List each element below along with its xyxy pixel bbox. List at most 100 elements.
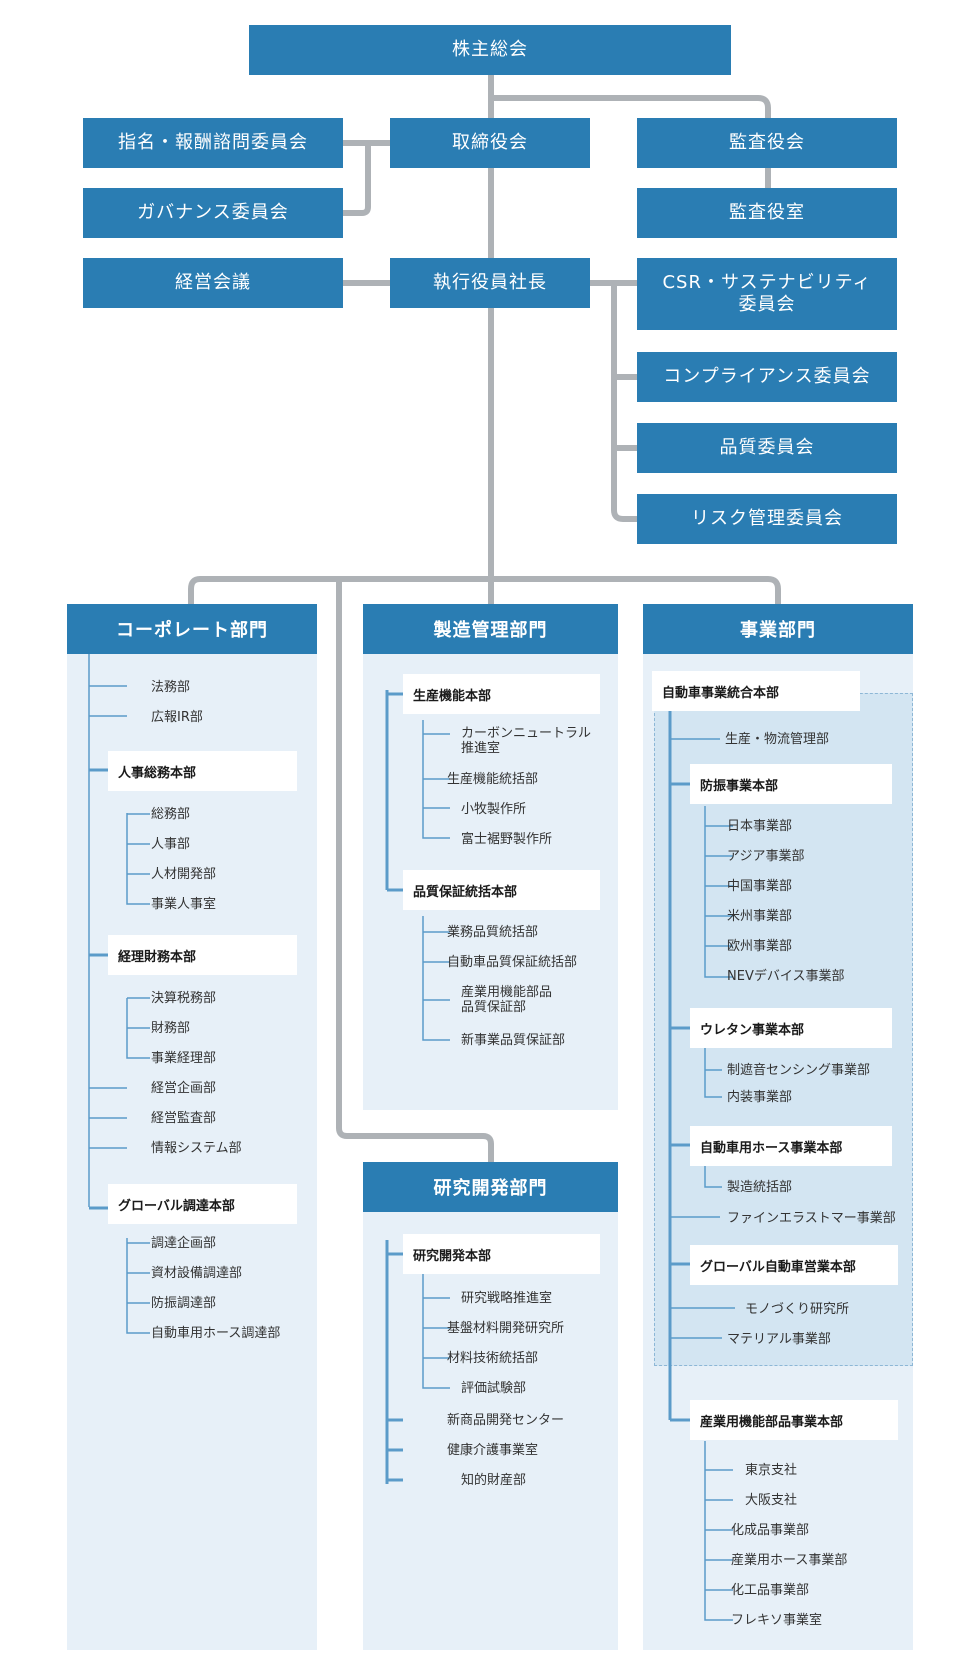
anti-vibration-hq: 防振事業本部 (690, 764, 892, 804)
auditors-board-label: 監査役会 (729, 131, 805, 153)
list-item: 決算税務部 (151, 991, 217, 1006)
production-function-hq: 生産機能本部 (403, 674, 600, 714)
mgmt-audit-dept: 経営監査部 (151, 1111, 217, 1126)
president-box: 執行役員社長 (390, 258, 590, 308)
auto-integration-hq: 自動車事業統合本部 (652, 671, 860, 711)
new-products-center: 新商品開発センター (447, 1413, 565, 1428)
rnd-division-header: 研究開発部門 (363, 1162, 618, 1212)
urethane-hq-label: ウレタン事業本部 (700, 1022, 805, 1038)
production-function-hq-label: 生産機能本部 (413, 688, 492, 704)
list-item: 自動車用ホース調達部 (151, 1326, 281, 1341)
manufacturing-division-title: 製造管理部門 (433, 620, 548, 641)
governance-committee-box: ガバナンス委員会 (83, 188, 343, 238)
compliance-committee-box: コンプライアンス委員会 (637, 352, 897, 402)
governance-committee-label: ガバナンス委員会 (137, 201, 289, 223)
list-item: 評価試験部 (461, 1381, 527, 1396)
accounting-finance-hq-label: 経理財務本部 (118, 949, 197, 965)
list-item: 基盤材料開発研究所 (447, 1321, 565, 1336)
list-item: 化工品事業部 (731, 1583, 810, 1598)
list-item: 中国事業部 (727, 879, 793, 894)
list-item: 研究戦略推進室 (461, 1291, 553, 1306)
rnd-hq-label: 研究開発本部 (413, 1248, 492, 1264)
list-item: 人事部 (151, 837, 191, 852)
list-item: 欧州事業部 (727, 939, 793, 954)
list-item: 米州事業部 (727, 909, 793, 924)
carbon-neutral-label-1: カーボンニュートラル (461, 726, 592, 741)
list-item: 化成品事業部 (731, 1523, 810, 1538)
management-meeting-label: 経営会議 (175, 271, 251, 293)
ip-dept: 知的財産部 (461, 1473, 527, 1488)
list-item: 自動車品質保証統括部 (447, 955, 578, 970)
fine-elastomer-dept: ファインエラストマー事業部 (727, 1211, 896, 1226)
auto-hose-hq-label: 自動車用ホース事業本部 (700, 1140, 843, 1156)
quality-committee-label: 品質委員会 (719, 436, 815, 458)
csr-committee-box: CSR・サステナビリティ 委員会 (637, 258, 897, 330)
list-item: 人材開発部 (151, 867, 217, 882)
legal-dept: 法務部 (151, 680, 191, 695)
csr-committee-label-1: CSR・サステナビリティ (662, 271, 872, 293)
list-item: 財務部 (151, 1021, 191, 1036)
industrial-components-hq-label: 産業用機能部品事業本部 (700, 1414, 844, 1430)
quality-committee-box: 品質委員会 (637, 423, 897, 473)
monozukuri-lab: モノづくり研究所 (745, 1302, 850, 1317)
list-item: 資材設備調達部 (151, 1266, 243, 1281)
nomination-committee-label: 指名・報酬諮問委員会 (118, 131, 308, 153)
csr-committee-label-2: 委員会 (738, 294, 796, 315)
global-procurement-hq: グローバル調達本部 (108, 1184, 297, 1224)
president-label: 執行役員社長 (433, 271, 547, 293)
board-of-directors-box: 取締役会 (390, 118, 590, 168)
business-division-title: 事業部門 (740, 620, 816, 641)
list-item: 事業人事室 (151, 897, 217, 912)
hr-general-affairs-hq: 人事総務本部 (108, 751, 297, 791)
rnd-division-title: 研究開発部門 (433, 1178, 548, 1199)
list-item: 東京支社 (745, 1463, 798, 1478)
list-item: 産業用ホース事業部 (731, 1553, 848, 1568)
global-auto-sales-hq: グローバル自動車営業本部 (690, 1245, 898, 1285)
compliance-committee-label: コンプライアンス委員会 (663, 365, 871, 387)
global-auto-sales-hq-label: グローバル自動車営業本部 (700, 1259, 856, 1275)
anti-vibration-hq-label: 防振事業本部 (700, 778, 779, 794)
list-item: 制遮音センシング事業部 (727, 1063, 871, 1078)
list-item: 総務部 (151, 807, 191, 822)
industrial-qa-label-1: 産業用機能部品 (461, 985, 553, 1000)
mgmt-planning-dept: 経営企画部 (151, 1081, 217, 1096)
carbon-neutral-label-2: 推進室 (461, 741, 501, 756)
shareholders-meeting-box: 株主総会 (249, 25, 731, 75)
auditors-office-label: 監査役室 (729, 201, 805, 223)
quality-assurance-hq: 品質保証統括本部 (403, 870, 600, 910)
auditors-office-box: 監査役室 (637, 188, 897, 238)
risk-committee-label: リスク管理委員会 (691, 507, 843, 529)
auto-integration-hq-label: 自動車事業統合本部 (662, 685, 780, 701)
list-item: 事業経理部 (151, 1051, 217, 1066)
list-item: フレキソ事業室 (731, 1613, 823, 1628)
list-item: 内装事業部 (727, 1090, 793, 1105)
list-item: 生産機能統括部 (447, 772, 539, 787)
board-of-directors-label: 取締役会 (452, 131, 528, 153)
nomination-committee-box: 指名・報酬諮問委員会 (83, 118, 343, 168)
accounting-finance-hq: 経理財務本部 (108, 935, 297, 975)
industrial-components-hq: 産業用機能部品事業本部 (690, 1400, 898, 1440)
list-item: 防振調達部 (151, 1296, 217, 1311)
industrial-qa-dept: 産業用機能部品品質保証部 (461, 985, 552, 1015)
business-division-header: 事業部門 (643, 604, 913, 654)
logistics-dept: 生産・物流管理部 (725, 732, 830, 747)
list-item: NEVデバイス事業部 (727, 969, 845, 984)
global-procurement-hq-label: グローバル調達本部 (118, 1198, 235, 1214)
list-item: 新事業品質保証部 (461, 1033, 566, 1048)
manufacturing-division-header: 製造管理部門 (363, 604, 618, 654)
industrial-qa-label-2: 品質保証部 (461, 1000, 527, 1015)
auditors-board-box: 監査役会 (637, 118, 897, 168)
corporate-division-title: コーポレート部門 (116, 620, 268, 641)
list-item: 富士裾野製作所 (461, 832, 553, 847)
rnd-hq: 研究開発本部 (403, 1234, 600, 1274)
list-item: 小牧製作所 (461, 802, 527, 817)
material-dept: マテリアル事業部 (727, 1332, 831, 1347)
corporate-division-header: コーポレート部門 (67, 604, 317, 654)
hr-general-affairs-hq-label: 人事総務本部 (118, 765, 197, 781)
rnd-panel (363, 1211, 618, 1650)
it-systems-dept: 情報システム部 (151, 1141, 242, 1156)
list-item: 材料技術統括部 (447, 1351, 539, 1366)
